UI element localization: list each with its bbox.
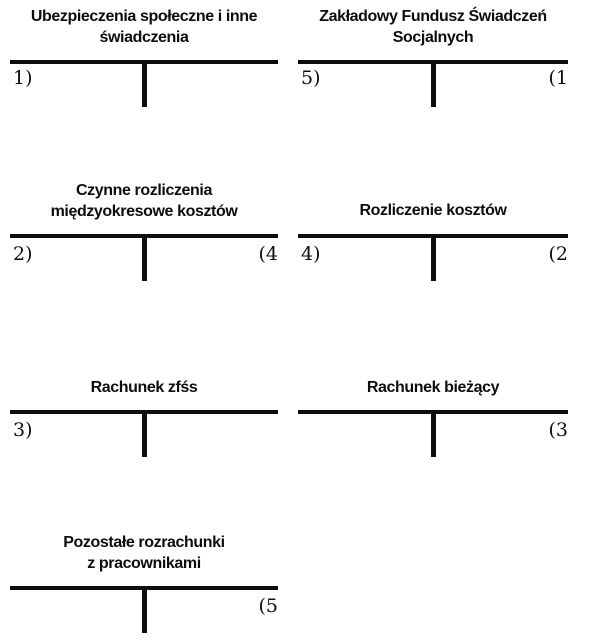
account-title-line: z pracownikami (87, 555, 201, 572)
t-account-divider-line (431, 410, 436, 457)
account-title: Pozostałe rozrachunki z pracownikami (0, 532, 289, 574)
credit-entry: (5 (258, 595, 278, 617)
account-title: Rachunek zfśs (0, 377, 289, 398)
debit-entry: 5) (301, 67, 321, 89)
account-title-line: Rachunek bieżący (366, 379, 500, 396)
t-account-divider-line (142, 586, 147, 633)
account-title-line: Rozliczenie kosztów (359, 202, 507, 219)
account-title: Rachunek bieżący (288, 377, 578, 398)
credit-entry: (3 (548, 419, 568, 441)
t-account-divider-line (142, 60, 147, 107)
credit-entry: (4 (258, 243, 278, 265)
account-title-line: międzyokresowe kosztów (50, 203, 238, 220)
account-title-line: Czynne rozliczenia (76, 182, 212, 199)
account-title-line: Pozostałe rozrachunki (63, 534, 225, 551)
debit-entry: 4) (301, 243, 321, 265)
debit-entry: 3) (13, 419, 33, 441)
account-title-line: Ubezpieczenia społeczne i inne (30, 8, 258, 25)
account-title: Ubezpieczenia społeczne i inne świadczen… (0, 6, 289, 48)
account-title: Czynne rozliczenia międzyokresowe kosztó… (0, 180, 289, 222)
credit-entry: (2 (548, 243, 568, 265)
credit-entry: (1 (548, 67, 568, 89)
account-title: Rozliczenie kosztów (288, 200, 578, 221)
t-account-divider-line (431, 60, 436, 107)
t-account-divider-line (142, 234, 147, 281)
debit-entry: 1) (13, 67, 33, 89)
account-title: Zakładowy Fundusz Świadczeń Socjalnych (288, 6, 578, 48)
account-title-line: Rachunek zfśs (90, 379, 198, 396)
t-account-divider-line (431, 234, 436, 281)
t-account-divider-line (142, 410, 147, 457)
debit-entry: 2) (13, 243, 33, 265)
account-title-line: świadczenia (99, 29, 189, 46)
account-title-line: Socjalnych (392, 29, 474, 46)
account-title-line: Zakładowy Fundusz Świadczeń (319, 8, 547, 25)
